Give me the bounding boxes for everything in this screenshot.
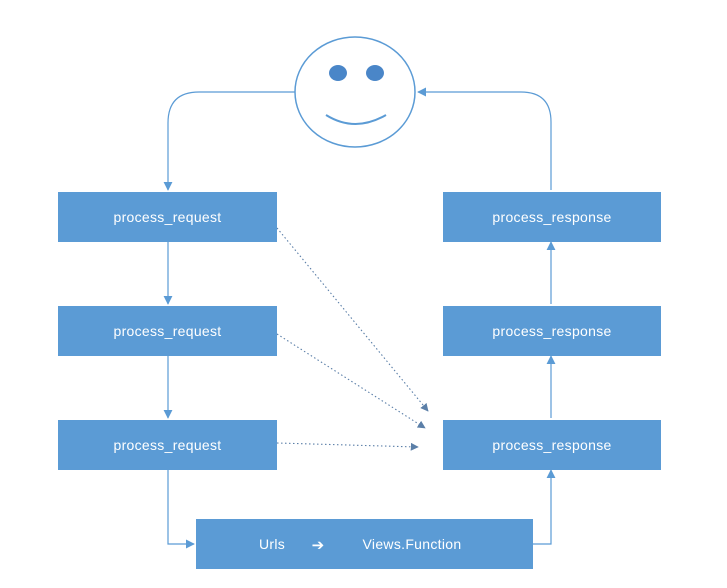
connector-bottom-to-response-3 <box>533 469 556 545</box>
request-box-3: process_request <box>58 420 277 470</box>
response-box-label: process_response <box>492 209 611 225</box>
dotted-connector-request-1 <box>276 227 429 412</box>
arrow-right-icon: ➔ <box>312 536 325 554</box>
connector-response-to-face <box>417 87 552 190</box>
smile-icon <box>325 114 387 125</box>
response-box-1: process_response <box>443 192 661 242</box>
response-box-3: process_response <box>443 420 661 470</box>
request-box-2: process_request <box>58 306 277 356</box>
request-box-label: process_request <box>113 323 221 339</box>
connector-face-to-request-1 <box>163 91 295 191</box>
left-eye-icon <box>329 65 347 81</box>
dotted-connector-request-3 <box>276 442 419 451</box>
views-function-label: Views.Function <box>363 536 462 552</box>
dotted-connector-request-2 <box>276 333 426 429</box>
response-box-label: process_response <box>492 323 611 339</box>
right-eye-icon <box>366 65 384 81</box>
connector-request-3-to-bottom <box>167 470 195 549</box>
response-box-2: process_response <box>443 306 661 356</box>
request-box-label: process_request <box>113 437 221 453</box>
request-box-1: process_request <box>58 192 277 242</box>
urls-views-box: Urls ➔ Views.Function <box>196 519 533 569</box>
urls-label: Urls <box>259 536 285 552</box>
smiley-face-icon <box>294 36 416 148</box>
request-box-label: process_request <box>113 209 221 225</box>
response-box-label: process_response <box>492 437 611 453</box>
